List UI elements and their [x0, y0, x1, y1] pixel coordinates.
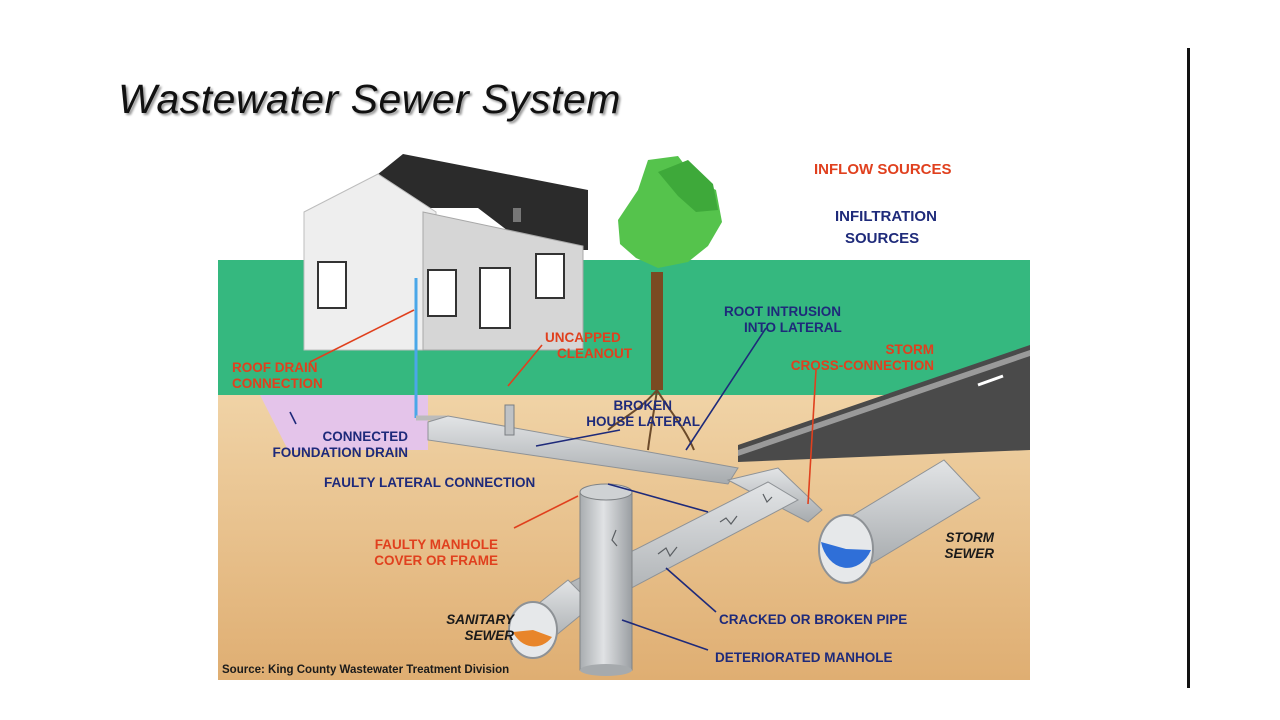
label-cracked-pipe: CRACKED OR BROKEN PIPE	[719, 612, 908, 627]
pipe-cracks	[611, 493, 773, 558]
label-arrows	[289, 309, 817, 651]
house	[303, 154, 588, 432]
label-root-intrusion: ROOT INTRUSION INTO LATERAL	[724, 304, 842, 335]
manhole-base	[580, 664, 632, 676]
label-storm-cross-connection: STORM CROSS-CONNECTION	[790, 342, 934, 373]
road-curb	[738, 350, 1030, 456]
label-faulty-lateral-connection: FAULTY LATERAL CONNECTION	[324, 475, 536, 490]
legend-infiltration-line2: SOURCES	[845, 230, 920, 247]
sanitary-sewer-water	[513, 630, 552, 647]
legend-inflow: INFLOW SOURCES	[814, 161, 952, 178]
legend-backdrop	[788, 150, 1030, 260]
source-caption: Source: King County Wastewater Treatment…	[222, 664, 510, 676]
legend-infiltration-line1: INFILTRATION	[835, 208, 937, 225]
slide-title: Wastewater Sewer System	[118, 76, 621, 122]
sewer-diagram: INFLOW SOURCES INFILTRATION SOURCES ROOF…	[218, 150, 1030, 680]
cleanout-riser	[504, 404, 515, 436]
label-storm-sewer: STORM SEWER	[944, 530, 994, 561]
label-connected-foundation-drain: CONNECTED FOUNDATION DRAIN	[272, 429, 409, 460]
label-uncapped-cleanout: UNCAPPED CLEANOUT	[545, 330, 632, 361]
manhole-shaft	[579, 491, 633, 671]
label-broken-house-lateral: BROKEN HOUSE LATERAL	[586, 398, 700, 429]
road-marking	[977, 374, 1004, 387]
foundation-zone	[260, 395, 428, 450]
label-faulty-manhole: FAULTY MANHOLE COVER OR FRAME	[374, 537, 498, 568]
label-sanitary-sewer: SANITARY SEWER	[446, 612, 514, 643]
slide-border	[1187, 48, 1190, 688]
storm-sewer-water	[821, 542, 871, 568]
manhole-top	[579, 483, 633, 501]
label-deteriorated-manhole: DETERIORATED MANHOLE	[715, 650, 893, 665]
sewer-illustration	[218, 150, 1030, 680]
label-roof-drain: ROOF DRAIN CONNECTION	[232, 360, 323, 391]
